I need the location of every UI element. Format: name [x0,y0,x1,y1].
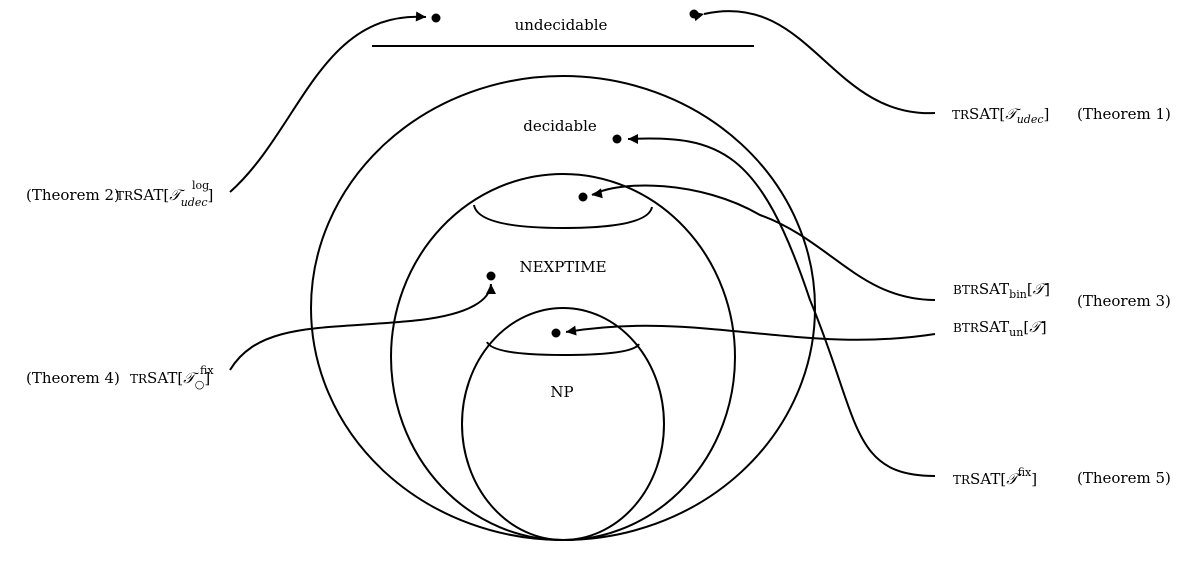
dot-theorem-3-un [551,328,561,338]
theorem-3-ref: (Theorem 3) [1077,292,1171,310]
dot-theorem-5 [612,134,622,144]
label-theorem-2-sup: log [192,179,209,192]
connector-theorem-2 [229,15,427,193]
arrowhead-theorem-2 [415,11,427,22]
label-theorem-4-sup: fix [200,364,214,377]
np-region [461,307,665,541]
theorem-5-ref: (Theorem 5) [1077,469,1171,487]
connector-theorem-1 [703,10,936,115]
label-theorem-3-un: BTRSATun[𝒯] [953,318,1047,339]
np-label: NP [550,383,573,401]
theorem-1-ref: (Theorem 1) [1077,105,1171,123]
arrowhead-theorem-5 [628,134,638,144]
label-theorem-5: TRSAT[𝒯fix] [953,466,1037,488]
label-theorem-1: TRSAT[𝒯udec] [952,105,1049,126]
undecidable-label: undecidable [515,16,608,34]
connector-theorem-3-un [565,324,936,341]
dot-theorem-3-bin [578,192,588,202]
dot-theorem-1 [689,9,699,19]
dot-theorem-2 [431,13,441,23]
theorem-4-ref: (Theorem 4) [26,369,120,387]
arrowhead-theorem-3-bin [592,188,603,199]
arrowhead-theorem-4 [486,284,496,294]
label-theorem-3-bin: BTRSATbin[𝒯] [953,280,1050,301]
connector-theorem-5 [627,137,936,477]
theorem-2-ref: (Theorem 2) [26,186,120,204]
nexptime-label: NEXPTIME [519,258,606,276]
arrowhead-theorem-3-un [566,325,577,336]
label-theorem-4: TRSAT[𝒯○] [130,369,210,391]
connector-theorem-4 [229,283,492,371]
nexptime-hard-arc [473,204,653,230]
decidable-label: decidable [523,117,597,135]
dot-theorem-4 [486,271,496,281]
connector-theorem-3-bin [591,184,936,301]
np-hard-arc [486,341,640,357]
